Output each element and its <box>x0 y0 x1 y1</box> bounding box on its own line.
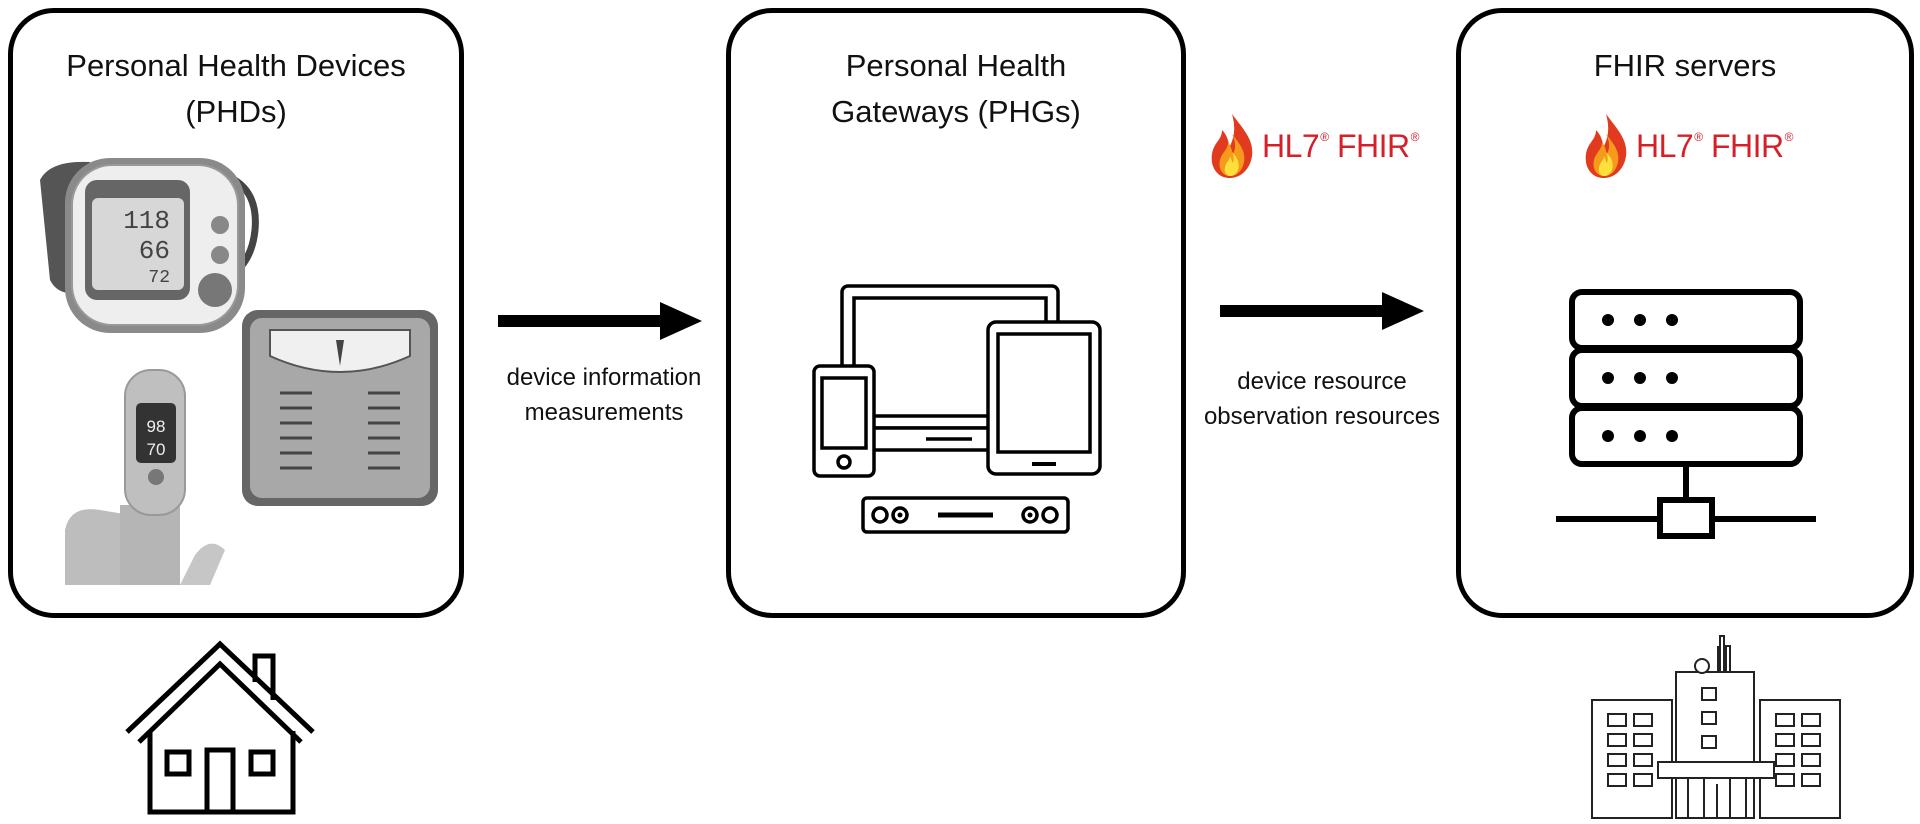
fhir-text: FHIR <box>1336 127 1410 164</box>
hl7-fhir-logo-server: HL7® FHIR® <box>1582 112 1793 180</box>
fhir-panel-title: FHIR servers <box>1461 43 1909 89</box>
hl7-fhir-wordmark: HL7® FHIR® <box>1636 128 1793 165</box>
fhir-text: FHIR <box>1710 127 1784 164</box>
bp-pulse-readout: 72 <box>148 268 170 288</box>
arrow2-label-line2: observation resources <box>1203 403 1441 430</box>
phd-title-line1: Personal Health Devices <box>66 48 406 83</box>
phd-title-line2: (PHDs) <box>185 94 287 129</box>
pr-readout: 70 <box>147 440 166 459</box>
hl7-fhir-logo-arrow: HL7® FHIR® <box>1208 112 1419 180</box>
arrow-phg-to-fhir <box>1220 292 1424 330</box>
server-rack-icon <box>1556 289 1816 539</box>
fhir-reg-mark: ® <box>1410 129 1420 144</box>
bp-sys-readout: 118 <box>123 206 170 236</box>
phg-title-line1: Personal Health <box>845 48 1067 83</box>
arrow1-label-line1: device information <box>506 364 702 391</box>
arrow-phd-to-phg <box>498 302 702 340</box>
tablet-icon <box>986 320 1102 476</box>
fhir-title-line1: FHIR servers <box>1593 48 1777 83</box>
fhir-reg-mark: ® <box>1784 129 1794 144</box>
flame-icon <box>1211 114 1253 178</box>
arrow2-label: device resource observation resources <box>1182 364 1462 434</box>
set-top-box-icon <box>861 496 1070 534</box>
hl7-text: HL7 <box>1262 127 1320 164</box>
phone-icon <box>812 364 876 478</box>
house-icon <box>125 640 315 815</box>
gateway-devices-illustration <box>812 284 1102 534</box>
phg-title-line2: Gateways (PHGs) <box>831 94 1081 129</box>
arrow1-label: device information measurements <box>482 360 726 430</box>
spo2-readout: 98 <box>147 417 166 436</box>
hl7-fhir-wordmark: HL7® FHIR® <box>1262 128 1419 165</box>
pulse-oximeter-icon: 98 70 <box>65 369 225 585</box>
hl7-reg-mark: ® <box>1694 129 1703 144</box>
arrow1-label-line2: measurements <box>524 399 684 426</box>
hospital-building-icon <box>1591 635 1841 819</box>
arrow2-label-line1: device resource <box>1237 368 1407 395</box>
hl7-text: HL7 <box>1636 127 1694 164</box>
phd-panel-title: Personal Health Devices (PHDs) <box>13 43 459 135</box>
flame-icon <box>1585 114 1627 178</box>
bathroom-scale-icon <box>242 310 438 506</box>
blood-pressure-monitor-icon: 118 66 72 <box>40 158 259 333</box>
bp-dia-readout: 66 <box>139 236 170 266</box>
phg-panel-title: Personal Health Gateways (PHGs) <box>731 43 1181 135</box>
hl7-reg-mark: ® <box>1320 129 1329 144</box>
